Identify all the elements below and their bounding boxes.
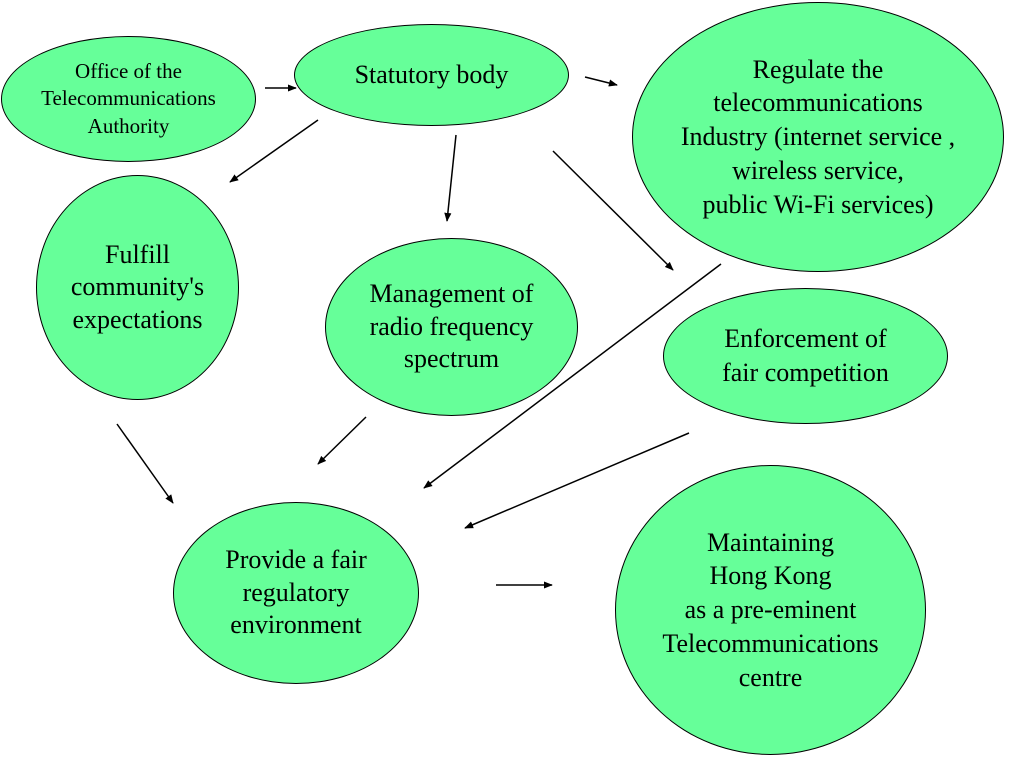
arrow-enforce-to-fair [464, 432, 690, 529]
node-label: Maintaining Hong Kong as a pre-eminent T… [662, 527, 879, 692]
node-label: Provide a fair regulatory environment [225, 545, 367, 640]
arrow-radio-to-fair [317, 416, 367, 465]
arrow-statutory-to-regulate [584, 76, 618, 87]
arrow-statutory-to-radio [444, 134, 457, 222]
node-telecom-centre: Maintaining Hong Kong as a pre-eminent T… [615, 465, 926, 755]
node-label: Fulfill community's expectations [70, 239, 205, 334]
node-fair-competition: Enforcement of fair competition [663, 288, 948, 424]
node-label: Office of the Telecommunications Authori… [41, 59, 216, 138]
node-label: Statutory body [354, 59, 509, 89]
arrow-statutory-to-fulfill [229, 119, 319, 183]
node-radio-spectrum: Management of radio frequency spectrum [325, 238, 578, 416]
arrow-regulate-to-fair [423, 263, 722, 489]
node-office-telecom-authority: Office of the Telecommunications Authori… [1, 36, 256, 162]
node-fair-regulatory-environment: Provide a fair regulatory environment [173, 502, 419, 684]
arrow-fulfill-to-fair [116, 423, 174, 504]
node-label: Management of radio frequency spectrum [369, 279, 534, 374]
node-fulfill-expectations: Fulfill community's expectations [36, 175, 239, 400]
node-statutory-body: Statutory body [294, 24, 569, 126]
node-label: Enforcement of fair competition [722, 324, 889, 387]
arrow-statutory-to-enforce [552, 150, 674, 271]
node-regulate-industry: Regulate the telecommunications Industry… [632, 2, 1004, 272]
node-label: Regulate the telecommunications Industry… [680, 54, 956, 219]
